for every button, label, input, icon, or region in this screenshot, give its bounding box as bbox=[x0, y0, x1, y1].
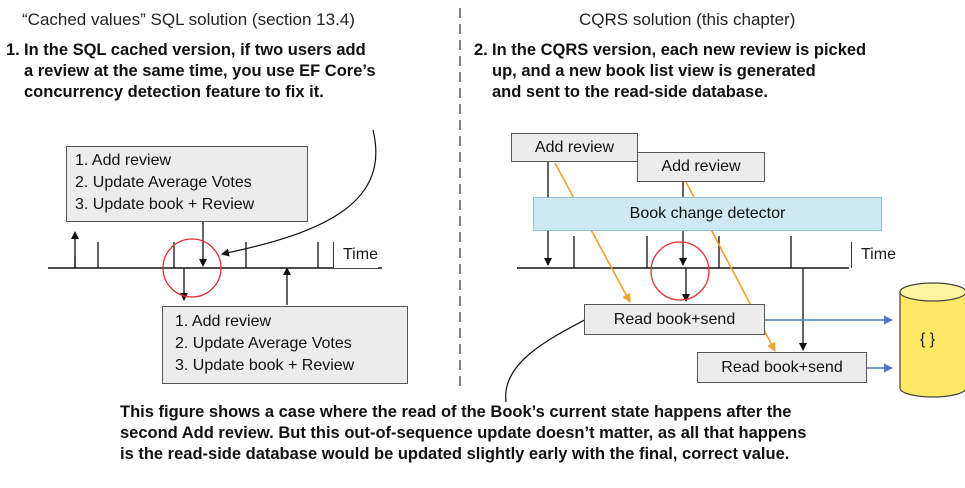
left-bottom-step-3: 3. Update book + Review bbox=[175, 357, 355, 374]
right-note-number: 2. bbox=[474, 41, 488, 59]
right-orange-arrow-1 bbox=[554, 162, 631, 303]
right-heading: CQRS solution (this chapter) bbox=[579, 10, 796, 29]
left-note-number: 1. bbox=[6, 41, 20, 59]
right-note: 2.In the CQRS version, each new review i… bbox=[474, 40, 954, 103]
right-note-line-2: up, and a new book list view is generate… bbox=[492, 62, 816, 80]
right-note-line-1: In the CQRS version, each new review is … bbox=[492, 41, 867, 59]
left-time-label: Time bbox=[333, 242, 378, 268]
left-note-line-3: concurrency detection feature to fix it. bbox=[24, 83, 324, 101]
left-bottom-step-2: 2. Update Average Votes bbox=[175, 335, 352, 352]
left-heading: “Cached values” SQL solution (section 13… bbox=[22, 10, 355, 29]
left-top-step-3: 3. Update book + Review bbox=[75, 196, 255, 213]
database-label: { } bbox=[920, 331, 936, 348]
right-time-label: Time bbox=[851, 242, 896, 268]
left-note-line-1: In the SQL cached version, if two users … bbox=[24, 41, 366, 59]
right-note-line-3: and sent to the read-side database. bbox=[492, 83, 768, 101]
left-transaction-box-top: 1. Add review 2. Update Average Votes 3.… bbox=[66, 146, 308, 222]
right-timeline-ticks bbox=[573, 236, 792, 268]
caption-line-2: second Add review. But this out-of-seque… bbox=[120, 424, 807, 442]
caption-line-1: This figure shows a case where the read … bbox=[120, 403, 792, 421]
left-conflict-circle bbox=[162, 238, 222, 298]
right-read-send-1: Read book+send bbox=[584, 304, 765, 335]
left-bottom-step-1: 1. Add review bbox=[175, 313, 272, 330]
book-change-detector: Book change detector bbox=[533, 197, 882, 231]
left-callout-curve bbox=[221, 129, 377, 257]
left-top-step-2: 2. Update Average Votes bbox=[75, 174, 252, 191]
left-note-line-2: a review at the same time, you use EF Co… bbox=[24, 62, 376, 80]
left-timeline-ticks bbox=[74, 242, 319, 268]
left-transaction-box-bottom: 1. Add review 2. Update Average Votes 3.… bbox=[162, 306, 408, 384]
read-side-database-icon bbox=[899, 282, 965, 398]
left-top-step-1: 1. Add review bbox=[75, 152, 172, 169]
caption-line-3: is the read-side database would be updat… bbox=[120, 445, 790, 463]
right-add-review-2: Add review bbox=[637, 152, 765, 182]
right-read-send-2: Read book+send bbox=[697, 352, 867, 383]
bottom-caption: This figure shows a case where the read … bbox=[120, 402, 960, 465]
right-conflict-circle bbox=[650, 241, 710, 301]
left-note: 1.In the SQL cached version, if two user… bbox=[6, 40, 456, 103]
right-add-review-1: Add review bbox=[511, 133, 638, 162]
